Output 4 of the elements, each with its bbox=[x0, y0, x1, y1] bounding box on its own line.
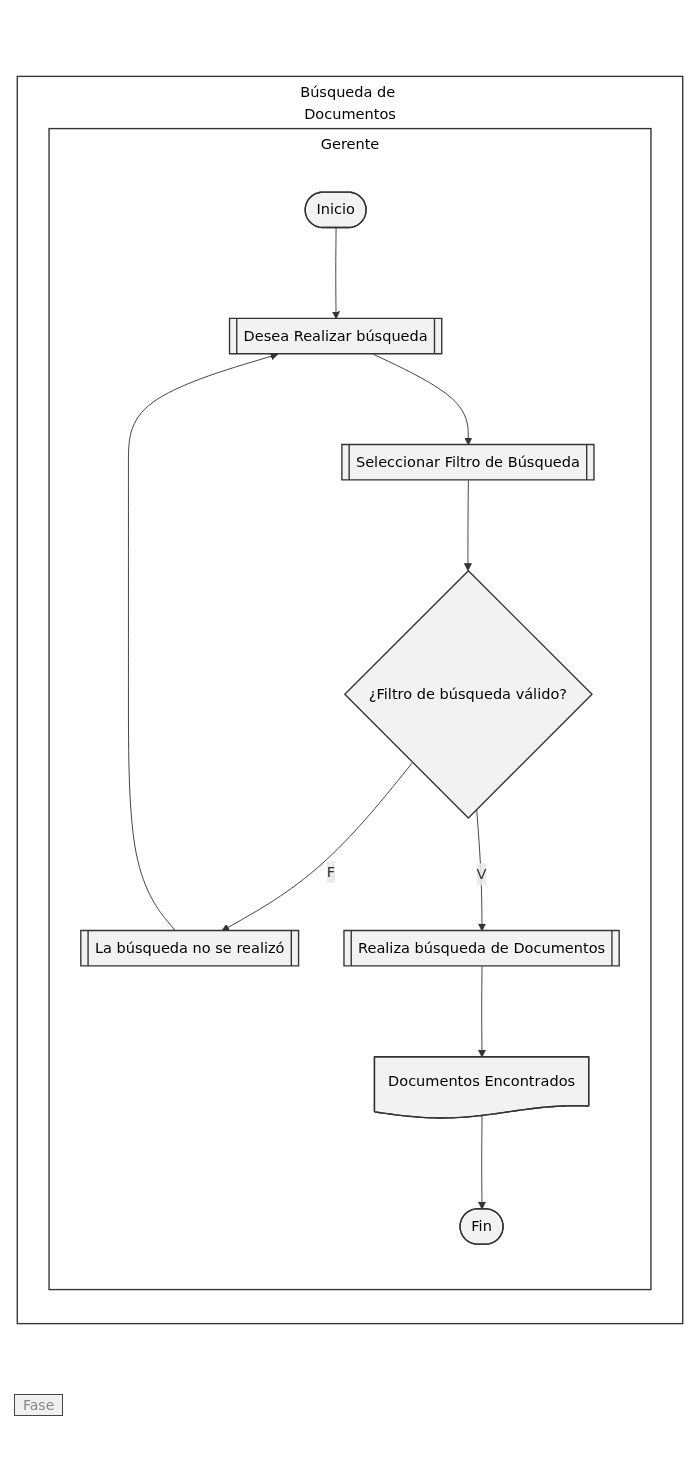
edge-label: F bbox=[326, 863, 336, 881]
node-diamond: ¿Filtro de búsqueda válido? bbox=[343, 569, 593, 819]
edge-label: V bbox=[476, 865, 487, 883]
phase-label: Fase bbox=[14, 1394, 64, 1416]
